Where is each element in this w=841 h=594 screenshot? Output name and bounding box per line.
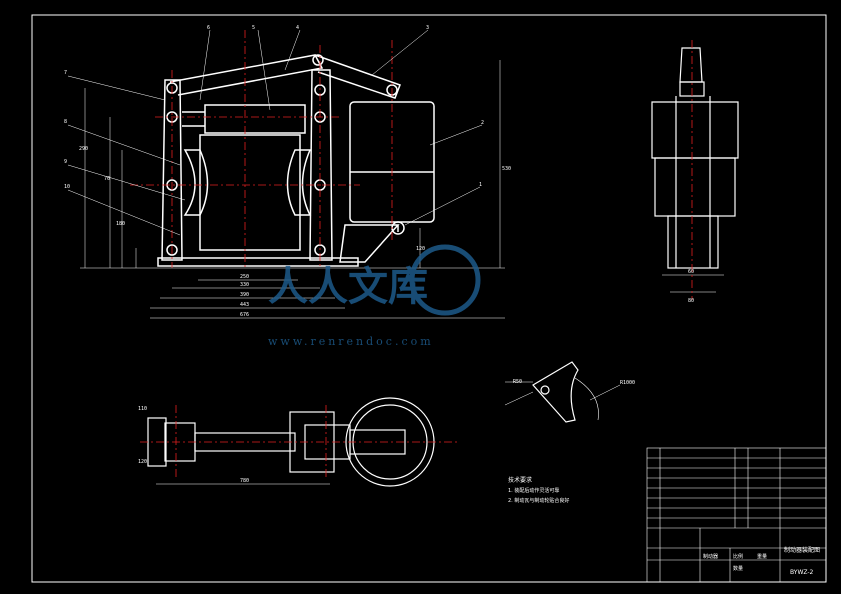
dim-label: 80 <box>688 298 694 304</box>
watermark-brand: 人人文库 <box>268 264 428 310</box>
title-row-label: 比例 <box>733 553 743 560</box>
dim-label: 330 <box>240 282 249 288</box>
watermark-logo-icon <box>409 244 481 316</box>
detail-shoe-view <box>504 361 621 423</box>
dim-label: R50 <box>513 379 522 385</box>
part-label: 10 <box>64 184 70 190</box>
dim-label: R1000 <box>620 380 635 386</box>
dim-label: 60 <box>688 269 694 275</box>
dim-label: 110 <box>138 406 147 412</box>
part-label: 9 <box>64 159 67 165</box>
part-label: 8 <box>64 119 67 125</box>
title-row-label: 重量 <box>757 553 767 560</box>
dim-label: 530 <box>502 166 511 172</box>
drawing-number: BYWZ-2 <box>790 569 814 576</box>
drawing-title: 制动器装配图 <box>784 546 820 554</box>
dim-label: 120 <box>416 246 425 252</box>
title-row-label: 数量 <box>733 565 743 572</box>
main-view-part-labels: 7 8 9 10 6 5 4 3 2 1 <box>64 25 484 190</box>
part-label: 3 <box>426 25 429 31</box>
part-label: 1 <box>479 182 482 188</box>
part-label: 4 <box>296 25 299 31</box>
drawing-border <box>31 14 827 583</box>
dim-label: 780 <box>240 478 249 484</box>
main-elevation-view <box>157 54 435 267</box>
side-view <box>651 47 739 293</box>
watermark-url: www.renrendoc.com <box>268 335 434 348</box>
main-view-dim-labels: 676 443 390 330 250 530 290 70 180 120 <box>79 146 511 318</box>
dim-label: 70 <box>104 176 110 182</box>
main-view-centerlines <box>130 30 393 270</box>
dim-label: 390 <box>240 292 249 298</box>
dim-label: 180 <box>116 221 125 227</box>
tech-notes-title: 技术要求 <box>508 476 532 484</box>
dim-label: 120 <box>138 459 147 465</box>
technical-notes: 技术要求 1. 装配后动作灵活可靠 2. 制动瓦与制动轮贴合良好 <box>508 476 569 504</box>
part-label: 5 <box>252 25 255 31</box>
part-label: 6 <box>207 25 210 31</box>
title-block <box>646 447 827 583</box>
title-block-rows: 制动器 比例 数量 重量 <box>703 553 767 572</box>
tech-note-line: 1. 装配后动作灵活可靠 <box>508 487 559 494</box>
title-row-label: 制动器 <box>703 553 718 560</box>
dim-label: 676 <box>240 312 249 318</box>
dim-label: 250 <box>240 274 249 280</box>
part-label: 7 <box>64 70 67 76</box>
main-view-dimensions <box>67 29 505 319</box>
dim-label: 290 <box>79 146 88 152</box>
dim-label: 443 <box>240 302 249 308</box>
tech-note-line: 2. 制动瓦与制动轮贴合良好 <box>508 497 569 504</box>
part-label: 2 <box>481 120 484 126</box>
watermark: 人人文库 www.renrendoc.com <box>268 244 481 348</box>
plan-view-centerline <box>140 405 460 480</box>
